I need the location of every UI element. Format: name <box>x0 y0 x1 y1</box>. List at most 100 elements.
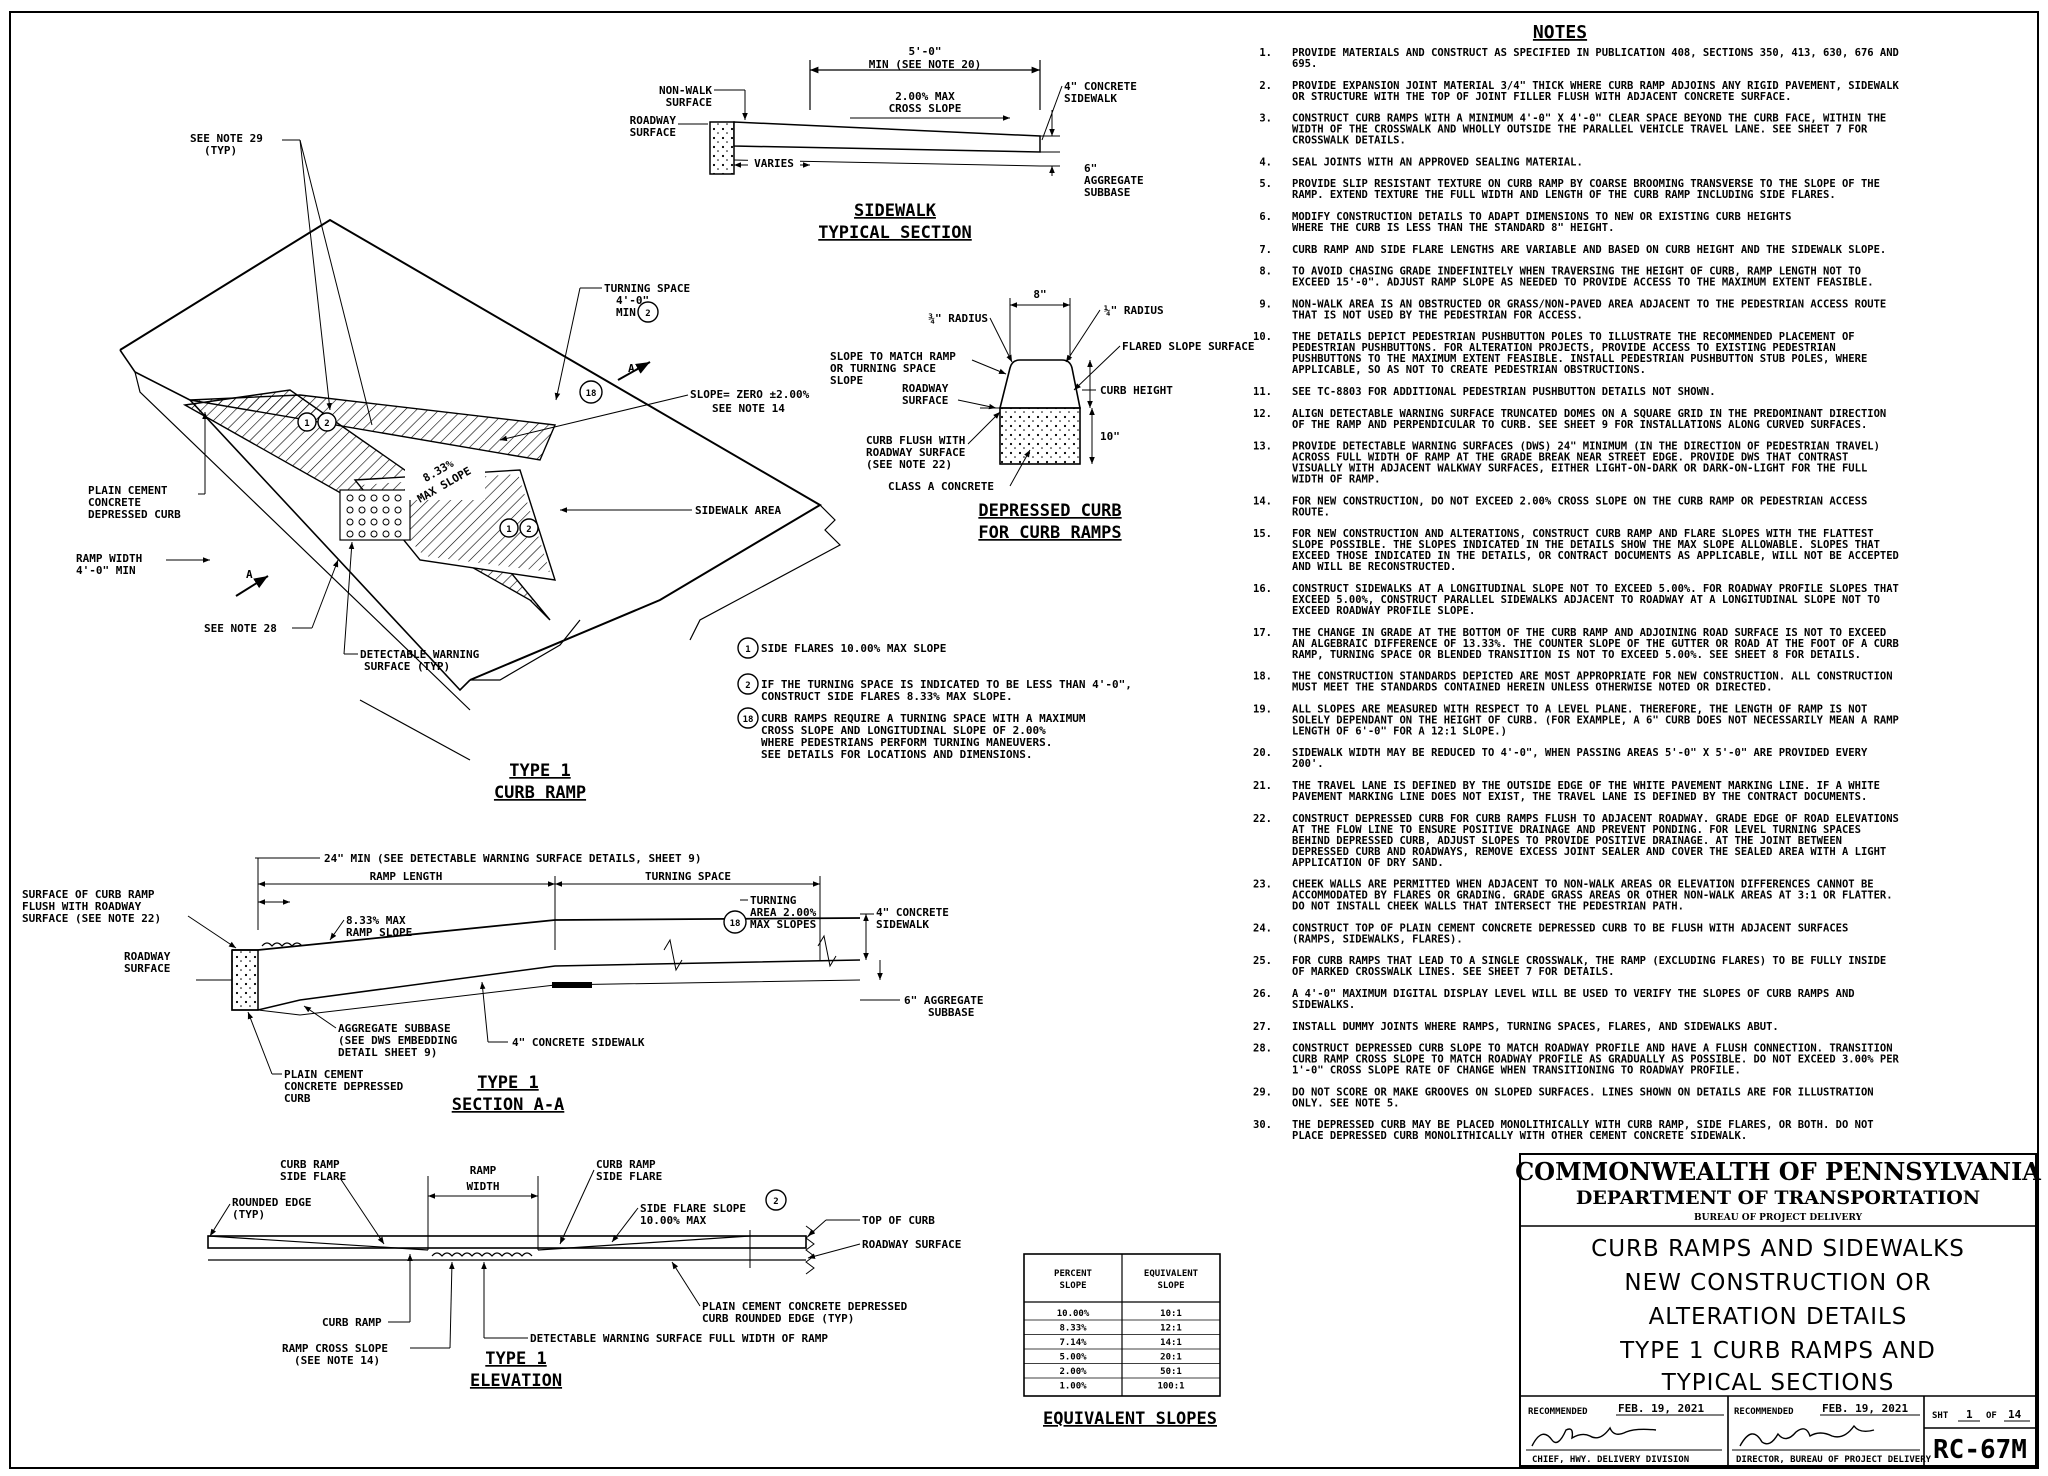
svg-text:(TYP): (TYP) <box>204 144 237 157</box>
note-line: SIDEWALKS. <box>1292 999 1355 1011</box>
svg-text:10": 10" <box>1100 430 1120 443</box>
note-number: 4. <box>1259 156 1272 168</box>
svg-text:24" MIN (SEE DETECTABLE WARNIN: 24" MIN (SEE DETECTABLE WARNING SURFACE … <box>324 852 702 865</box>
sidewalk-title-2: TYPICAL SECTION <box>818 223 972 243</box>
tb-rec2-role: DIRECTOR, BUREAU OF PROJECT DELIVERY <box>1736 1455 1932 1465</box>
svg-text:RAMP: RAMP <box>470 1164 497 1177</box>
svg-text:SUBBASE: SUBBASE <box>928 1006 974 1019</box>
legend-line: SEE DETAILS FOR LOCATIONS AND DIMENSIONS… <box>761 748 1033 761</box>
note-line: PLACE DEPRESSED CURB MONOLITHICALLY WITH… <box>1292 1130 1747 1142</box>
note-line: VISUALLY WITH ADJACENT WALKWAY SURFACES,… <box>1292 463 1867 475</box>
section-aa-title-1: TYPE 1 <box>477 1073 538 1093</box>
note-line: OF THE RAMP AND PERPENDICULAR TO CURB. S… <box>1292 419 1867 431</box>
svg-text:4" CONCRETE: 4" CONCRETE <box>1064 80 1137 93</box>
legend-bubble <box>737 673 759 695</box>
note-line: SIDEWALK WIDTH MAY BE REDUCED TO 4'-0", … <box>1292 747 1868 759</box>
eq-percent-cell: 7.14% <box>1059 1338 1087 1348</box>
note-line: CURB RAMP CROSS SLOPE TO MATCH ROADWAY P… <box>1292 1054 1900 1066</box>
tb-rec1-label: RECOMMENDED <box>1528 1407 1588 1417</box>
note-line: PROVIDE DETECTABLE WARNING SURFACES (DWS… <box>1292 441 1880 453</box>
note-line: CONSTRUCT DEPRESSED CURB SLOPE TO MATCH … <box>1292 1043 1893 1055</box>
note-line: FOR NEW CONSTRUCTION AND ALTERATIONS, CO… <box>1292 528 1874 540</box>
notes-title: NOTES <box>1533 22 1587 43</box>
svg-text:AGGREGATE: AGGREGATE <box>1084 174 1144 187</box>
svg-text:2.00% MAX: 2.00% MAX <box>895 90 955 103</box>
svg-text:DETAIL SHEET 9): DETAIL SHEET 9) <box>338 1046 437 1059</box>
svg-text:AGGREGATE SUBBASE: AGGREGATE SUBBASE <box>338 1022 451 1035</box>
notes-block: NOTES 1.PROVIDE MATERIALS AND CONSTRUCT … <box>1253 22 1900 1142</box>
note-number: 25. <box>1253 955 1272 967</box>
svg-text:10.00% MAX: 10.00% MAX <box>640 1214 707 1227</box>
note-line: CONSTRUCT TOP OF PLAIN CEMENT CONCRETE D… <box>1292 922 1848 934</box>
svg-text:CONCRETE: CONCRETE <box>88 496 141 509</box>
svg-text:(SEE NOTE 14): (SEE NOTE 14) <box>294 1354 380 1367</box>
svg-text:6" AGGREGATE: 6" AGGREGATE <box>904 994 983 1007</box>
svg-text:SEE NOTE 28: SEE NOTE 28 <box>204 622 277 635</box>
eq-percent-cell: 10.00% <box>1057 1309 1090 1319</box>
svg-text:RAMP CROSS SLOPE: RAMP CROSS SLOPE <box>282 1342 388 1355</box>
tb-sheet-num: 1 <box>1966 1408 1973 1421</box>
note-number: 29. <box>1253 1086 1272 1098</box>
note-line: THE CONSTRUCTION STANDARDS DEPICTED ARE … <box>1292 671 1893 683</box>
note-number: 17. <box>1253 627 1272 639</box>
sidewalk-dim-width: 5'-0" <box>908 45 941 58</box>
note-line: RAMP. EXTEND TEXTURE THE FULL WIDTH AND … <box>1292 189 1836 201</box>
note-number: 22. <box>1253 813 1272 825</box>
legend-line: WHERE PEDESTRIANS PERFORM TURNING MANEUV… <box>761 736 1052 749</box>
note-line: DO NOT SCORE OR MAKE GROOVES ON SLOPED S… <box>1292 1086 1874 1098</box>
tb-sheet-prefix: SHT <box>1932 1411 1949 1421</box>
svg-text:SIDE FLARE: SIDE FLARE <box>596 1170 662 1183</box>
note-line: FOR CURB RAMPS THAT LEAD TO A SINGLE CRO… <box>1292 955 1886 967</box>
svg-text:CURB RAMP: CURB RAMP <box>596 1158 656 1171</box>
tb-rec1-role: CHIEF, HWY. DELIVERY DIVISION <box>1532 1455 1689 1465</box>
svg-text:4" CONCRETE: 4" CONCRETE <box>876 906 949 919</box>
legend-bubble <box>737 707 759 729</box>
note-line: APPLICATION OF DRY SAND. <box>1292 857 1444 869</box>
tb-sheet-total: 14 <box>2008 1408 2022 1421</box>
note-line: SOLELY DEPENDANT ON THE HEIGHT OF CURB. … <box>1292 714 1899 726</box>
note-line: OR STRUCTURE WITH THE TOP OF JOINT FILLE… <box>1292 91 1791 103</box>
eq-percent-cell: 5.00% <box>1059 1353 1087 1363</box>
note-line: ONLY. SEE NOTE 5. <box>1292 1097 1399 1109</box>
note-line: NON-WALK AREA IS AN OBSTRUCTED OR GRASS/… <box>1292 298 1886 310</box>
svg-text:SEE NOTE 14: SEE NOTE 14 <box>712 402 785 415</box>
svg-text:SURFACE OF CURB RAMP: SURFACE OF CURB RAMP <box>22 888 155 901</box>
title-block: COMMONWEALTH OF PENNSYLVANIA DEPARTMENT … <box>1515 1153 2041 1467</box>
note-line: 695. <box>1292 58 1317 70</box>
svg-text:ROADWAY: ROADWAY <box>630 114 677 127</box>
note-number: 14. <box>1253 495 1272 507</box>
eq-percent-cell: 8.33% <box>1059 1324 1087 1334</box>
eq-percent-cell: 2.00% <box>1059 1367 1087 1377</box>
note-line: DO NOT INSTALL CHEEK WALLS THAT INTERSEC… <box>1292 901 1684 913</box>
svg-text:OR TURNING SPACE: OR TURNING SPACE <box>830 362 936 375</box>
note-line: PAVEMENT MARKING LINE DOES NOT EXIST, TH… <box>1292 791 1867 803</box>
note-line: TO AVOID CHASING GRADE INDEFINITELY WHEN… <box>1292 266 1861 278</box>
note-number: 3. <box>1259 113 1272 125</box>
svg-text:A: A <box>628 362 635 375</box>
note-line: CONSTRUCT CURB RAMPS WITH A MINIMUM 4'-0… <box>1292 113 1886 125</box>
note-line: SEAL JOINTS WITH AN APPROVED SEALING MAT… <box>1292 156 1583 168</box>
note-number: 21. <box>1253 780 1272 792</box>
eq-equivalent-cell: 20:1 <box>1160 1353 1182 1363</box>
note-line: AN ALGEBRAIC DIFFERENCE OF 13.33%. THE C… <box>1292 638 1899 650</box>
note-number: 30. <box>1253 1119 1272 1131</box>
svg-text:CURB: CURB <box>284 1092 311 1105</box>
note-number: 24. <box>1253 922 1272 934</box>
svg-text:TURNING SPACE: TURNING SPACE <box>645 870 731 883</box>
note-line: THE CHANGE IN GRADE AT THE BOTTOM OF THE… <box>1292 627 1886 639</box>
svg-text:AREA 2.00%: AREA 2.00% <box>750 906 817 919</box>
svg-text:ROADWAY: ROADWAY <box>124 950 171 963</box>
equivalent-slopes-table: PERCENT SLOPE EQUIVALENT SLOPE EQUIVALEN… <box>1023 1253 1221 1429</box>
tb-sheet-of: OF <box>1986 1411 1997 1421</box>
note-line: FOR NEW CONSTRUCTION, DO NOT EXCEED 2.00… <box>1292 495 1867 507</box>
note-line: THE TRAVEL LANE IS DEFINED BY THE OUTSID… <box>1292 780 1880 792</box>
svg-text:DEPRESSED CURB: DEPRESSED CURB <box>88 508 181 521</box>
sidewalk-typical-section: 5'-0" MIN (SEE NOTE 20) 2.00% MAX CROSS … <box>630 45 1144 243</box>
tb-title-2: NEW CONSTRUCTION OR <box>1624 1270 1931 1296</box>
note-line: EXCEED ROADWAY PROFILE SLOPE. <box>1292 605 1475 617</box>
note-number: 15. <box>1253 528 1272 540</box>
svg-text:ROUNDED EDGE: ROUNDED EDGE <box>232 1196 311 1209</box>
svg-text:RAMP SLOPE: RAMP SLOPE <box>346 926 412 939</box>
legend-bubble-num: 2 <box>745 681 750 691</box>
